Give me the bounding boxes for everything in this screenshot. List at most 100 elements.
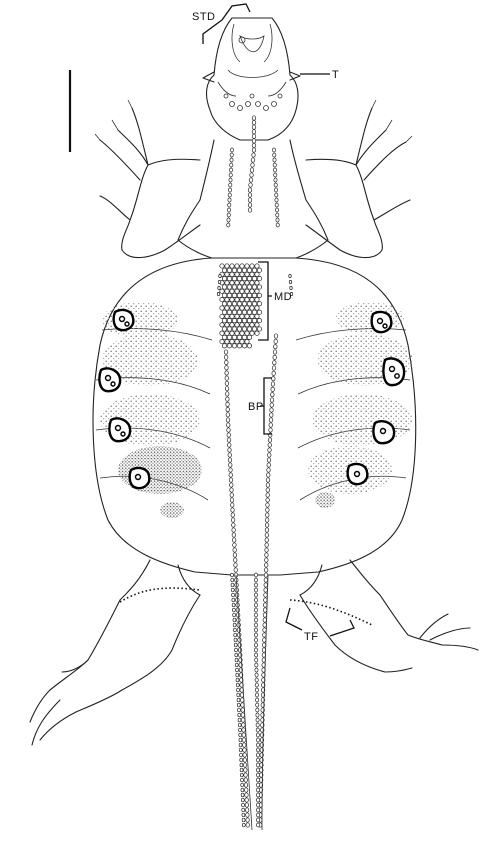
md-scale xyxy=(247,318,251,322)
md-scale xyxy=(240,297,244,301)
chain-bead xyxy=(255,678,258,682)
chain-bead xyxy=(256,813,259,817)
chain-bead xyxy=(240,773,243,777)
chain-bead xyxy=(263,608,267,612)
md-scale xyxy=(255,323,259,327)
chain-bead xyxy=(251,158,255,162)
md-scale xyxy=(230,323,234,327)
chain-bead xyxy=(256,733,259,737)
chain-bead xyxy=(264,588,268,592)
chain-bead xyxy=(274,339,278,343)
chain-bead xyxy=(264,598,268,602)
chain-bead xyxy=(233,548,237,552)
md-scale xyxy=(245,281,249,285)
chain-bead xyxy=(272,148,275,152)
md-scale xyxy=(222,327,226,331)
md-scale xyxy=(225,331,229,335)
chain-bead xyxy=(275,208,278,212)
chain-bead xyxy=(245,808,249,812)
chain-bead xyxy=(256,728,259,732)
chain-bead xyxy=(273,355,277,359)
chain-bead xyxy=(238,708,241,712)
chain-bead xyxy=(227,433,231,437)
chain-bead xyxy=(254,608,257,612)
left-hindleg xyxy=(50,560,200,712)
md-scale xyxy=(225,314,229,318)
chain-bead xyxy=(228,458,232,462)
md-scale xyxy=(235,264,239,268)
md-scale xyxy=(237,310,241,314)
md-scale xyxy=(250,264,254,268)
chain-bead xyxy=(232,538,236,542)
md-scale xyxy=(230,306,234,310)
label-t: T xyxy=(332,69,339,81)
md-scale xyxy=(232,293,236,297)
md-scale xyxy=(235,331,239,335)
chain-bead xyxy=(231,573,234,577)
chain-bead xyxy=(273,350,277,354)
chain-bead xyxy=(242,728,246,732)
chain-bead xyxy=(256,713,259,717)
chain-bead xyxy=(273,360,277,364)
chain-bead xyxy=(255,693,258,697)
label-md: MD xyxy=(274,291,292,303)
md-scale xyxy=(250,314,254,318)
md-scale xyxy=(242,285,246,289)
chain-bead xyxy=(227,208,230,212)
md-scale xyxy=(237,344,241,348)
chain-bead xyxy=(229,468,233,472)
md-scale xyxy=(237,302,241,306)
md-scale xyxy=(255,331,259,335)
chain-bead xyxy=(248,203,252,207)
chain-bead xyxy=(266,488,270,492)
chain-bead xyxy=(256,748,259,752)
chain-bead xyxy=(237,703,240,707)
md-scale xyxy=(227,285,231,289)
chain-bead xyxy=(252,139,256,143)
chain-bead xyxy=(254,588,257,592)
md-scale xyxy=(240,331,244,335)
chain-bead xyxy=(271,392,275,396)
md-scale xyxy=(247,293,251,297)
chain-bead xyxy=(264,593,268,597)
chain-bead xyxy=(268,443,272,447)
chain-bead xyxy=(254,598,257,602)
chain-bead xyxy=(263,618,267,622)
md-scale xyxy=(225,306,229,310)
chain-bead xyxy=(228,453,232,457)
md-scale xyxy=(222,268,226,272)
chain-bead xyxy=(229,168,232,172)
chain-bead xyxy=(266,503,270,507)
chain-bead xyxy=(289,280,292,283)
md-scale xyxy=(222,318,226,322)
chain-bead xyxy=(248,208,252,212)
md-scale xyxy=(237,318,241,322)
chain-bead xyxy=(240,763,243,767)
chain-bead xyxy=(254,633,257,637)
chain-bead xyxy=(231,503,235,507)
chain-bead xyxy=(228,188,231,192)
md-scale xyxy=(220,264,224,268)
chain-bead xyxy=(269,413,273,417)
md-scale xyxy=(235,339,239,343)
chain-bead xyxy=(263,623,267,627)
chain-bead xyxy=(256,783,259,787)
chain-bead xyxy=(227,438,231,442)
md-scale xyxy=(220,339,224,343)
chain-bead xyxy=(249,183,253,187)
chain-bead xyxy=(265,553,269,557)
label-tf: TF xyxy=(304,631,318,643)
chain-bead xyxy=(276,223,279,227)
chain-bead xyxy=(256,708,259,712)
md-scale xyxy=(252,268,256,272)
md-scale xyxy=(227,318,231,322)
chain-bead xyxy=(271,382,275,386)
chain-bead xyxy=(273,153,276,157)
chain-bead xyxy=(274,183,277,187)
chain-bead xyxy=(233,553,237,557)
chain-bead xyxy=(265,528,269,532)
md-scale xyxy=(250,289,254,293)
chain-bead xyxy=(254,638,257,642)
chain-bead xyxy=(263,603,267,607)
chain-bead xyxy=(241,708,245,712)
